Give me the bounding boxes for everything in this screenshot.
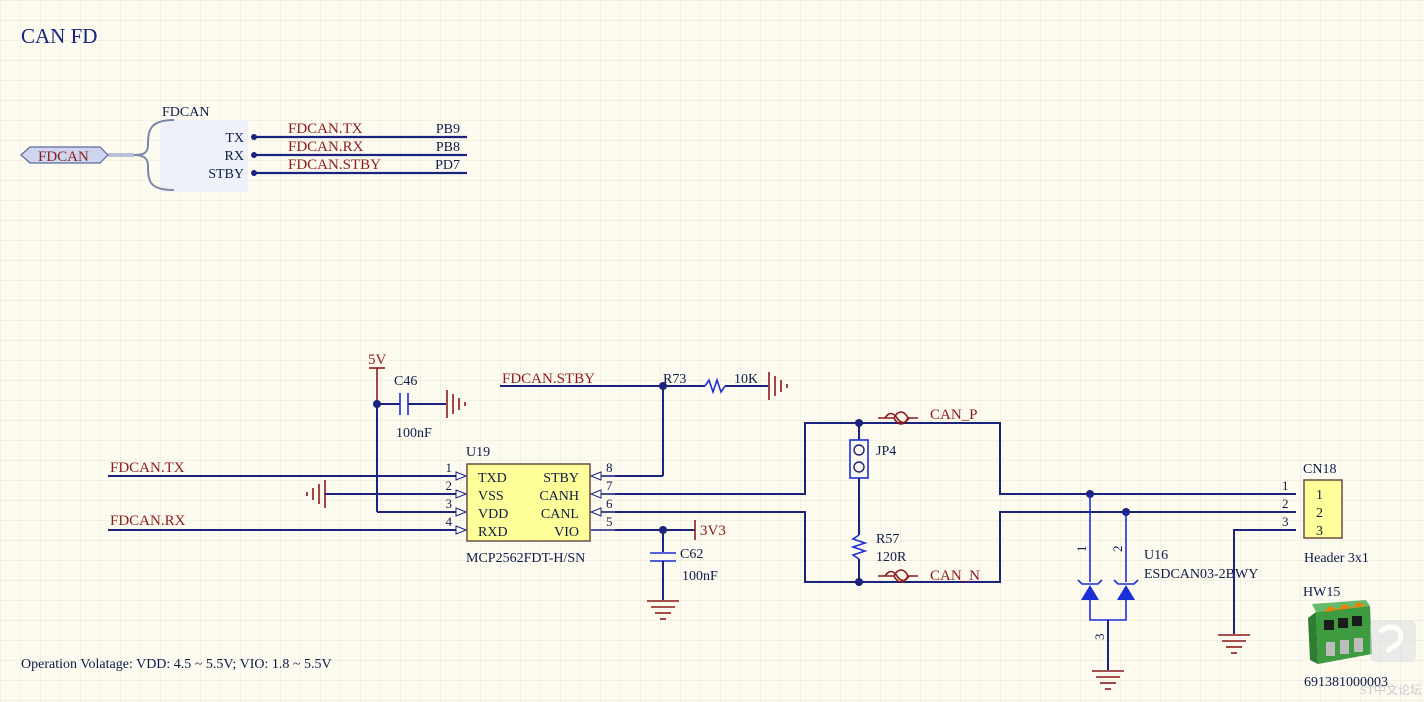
c46-value: 100nF [396, 426, 432, 441]
harness-wires [251, 134, 467, 176]
capacitor-c62[interactable] [650, 530, 676, 600]
harness-pin-rx: RX [225, 149, 244, 164]
harness-name: FDCAN [162, 105, 209, 120]
harness-block[interactable]: FDCAN FDCAN TX RX STBY [20, 105, 248, 192]
cn18-part: Header 3x1 [1304, 551, 1369, 566]
cn18-ref: CN18 [1303, 462, 1336, 477]
net-label-can-n: CAN_N [930, 568, 980, 584]
power-5v-label: 5V [368, 352, 387, 368]
r73-value: 10K [734, 372, 758, 387]
cn18-pin1-label: 1 [1316, 488, 1323, 503]
net-label-stby: FDCAN.STBY [502, 371, 595, 387]
cn18-pin2-num: 2 [1282, 496, 1289, 511]
watermark-text: ST中文论坛 [1360, 682, 1422, 697]
u19-pin-vss: VSS [478, 489, 504, 504]
ground-cn18 [1218, 634, 1250, 654]
cn18-pin2-label: 2 [1316, 506, 1323, 521]
u16-pin2-num: 2 [1110, 546, 1125, 553]
r57-value: 120R [876, 550, 907, 565]
harness-pin-tx: TX [225, 131, 244, 146]
u19-pin-stby: STBY [543, 471, 579, 486]
c62-value: 100nF [682, 569, 718, 584]
ground-u16 [1092, 670, 1124, 690]
mcu-pin-pd7: PD7 [435, 158, 460, 173]
mcu-pin-pb8: PB8 [436, 140, 460, 155]
c62-ref: C62 [680, 547, 703, 562]
resistor-r73[interactable] [704, 377, 768, 395]
u19-pin1-num: 1 [446, 460, 453, 475]
u19-pin-txd: TXD [478, 471, 507, 486]
u19-pin-markers [455, 471, 615, 535]
net-label-rx: FDCAN.RX [110, 513, 186, 529]
u19-pin2-num: 2 [446, 478, 453, 493]
u19-pin3-num: 3 [446, 496, 453, 511]
u19-pin-canh: CANH [539, 489, 579, 504]
sheet-title: CAN FD [21, 24, 97, 48]
u19-pin8-num: 8 [606, 460, 613, 475]
u19-body[interactable] [466, 463, 591, 542]
u19-pin-vdd: VDD [478, 507, 508, 522]
net-label-tx: FDCAN.TX [110, 460, 185, 476]
harness-port[interactable] [20, 146, 109, 164]
jp4-ref: JP4 [876, 444, 896, 459]
u19-pin6-num: 6 [606, 496, 613, 511]
r57-ref: R57 [876, 532, 899, 547]
harness-net-stby: FDCAN.STBY [288, 157, 381, 173]
cn18-body[interactable] [1303, 479, 1343, 539]
watermark-logo [1370, 620, 1416, 662]
r73-ref: R73 [663, 372, 686, 387]
u16-part: ESDCAN03-2BWY [1144, 567, 1258, 582]
hw15-ref: HW15 [1303, 585, 1340, 600]
ground-c46 [446, 390, 466, 418]
esd-u16[interactable] [1077, 494, 1139, 670]
jumper-jp4[interactable] [849, 423, 869, 535]
resistor-r57[interactable] [850, 534, 868, 582]
mcu-pin-pb9: PB9 [436, 122, 460, 137]
u19-ref: U19 [466, 445, 490, 460]
operation-note: Operation Volatage: VDD: 4.5 ~ 5.5V; VIO… [21, 657, 332, 672]
cn18-pin3-num: 3 [1282, 514, 1289, 529]
harness-net-tx: FDCAN.TX [288, 121, 363, 137]
net-flag-can-n [878, 569, 918, 583]
u19-pin-vio: VIO [554, 525, 579, 540]
terminal-block-image [1308, 600, 1372, 664]
hw15-part: 691381000003 [1304, 675, 1388, 690]
power-3v3-label: 3V3 [700, 523, 726, 539]
ground-r73 [768, 372, 788, 400]
ground-c62 [647, 600, 679, 620]
cn18-pin3-label: 3 [1316, 524, 1323, 539]
harness-port-label: FDCAN [38, 149, 89, 165]
u19-pin7-num: 7 [606, 478, 613, 493]
harness-net-rx: FDCAN.RX [288, 139, 364, 155]
u19-part: MCP2562FDT-H/SN [466, 551, 585, 566]
net-flag-can-p [878, 411, 918, 425]
u19-pin-canl: CANL [541, 507, 579, 522]
cn18-pin1-num: 1 [1282, 478, 1289, 493]
u19-pin5-num: 5 [606, 514, 613, 529]
u16-pin1-num: 1 [1074, 546, 1089, 553]
c46-ref: C46 [394, 374, 417, 389]
u19-pin4-num: 4 [446, 514, 453, 529]
power-5v [369, 367, 385, 404]
u16-ref: U16 [1144, 548, 1168, 563]
u19-pin-rxd: RXD [478, 525, 508, 540]
net-label-can-p: CAN_P [930, 407, 978, 423]
u16-pin3-num: 3 [1092, 634, 1107, 641]
harness-pin-stby: STBY [208, 167, 244, 182]
capacitor-c46[interactable] [377, 393, 446, 415]
